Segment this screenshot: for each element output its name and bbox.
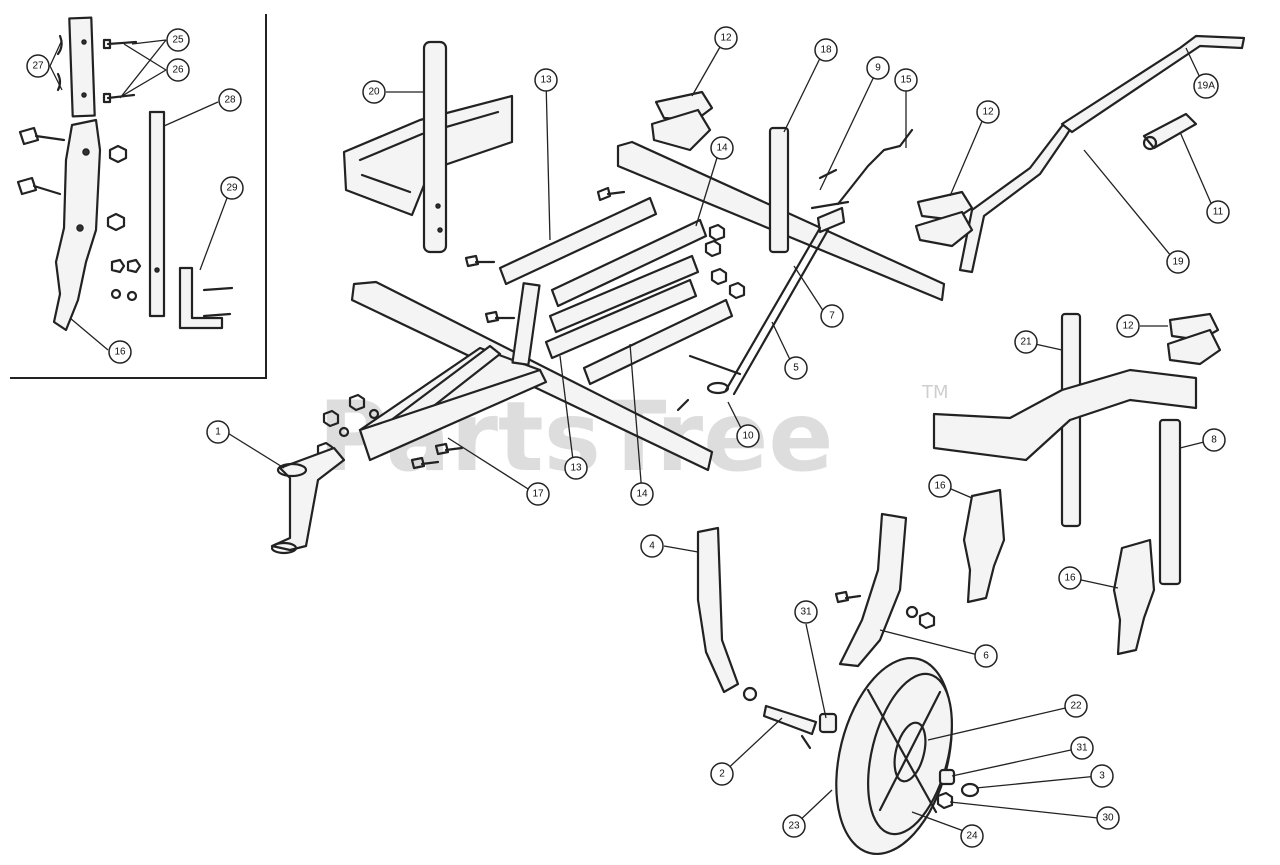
svg-text:26: 26 [172,65,184,76]
callout-9: 9 [866,56,890,80]
callout-8: 8 [1202,428,1226,452]
svg-text:17: 17 [532,489,544,500]
callouts: 25 26 27 28 29 16 20 13 12 18 9 15 19A 1… [26,26,1230,848]
svg-text:16: 16 [934,481,946,492]
callout-27: 27 [26,54,50,78]
svg-text:7: 7 [829,311,835,322]
callout-1: 1 [206,420,230,444]
leader-lines [49,39,1215,835]
callout-19: 19 [1166,250,1190,274]
svg-text:2: 2 [719,769,725,780]
callout-14-bottom: 14 [630,482,654,506]
callout-12-right: 12 [1116,314,1140,338]
svg-text:15: 15 [900,75,912,86]
callout-16-inset: 16 [108,340,132,364]
callout-18: 18 [814,38,838,62]
callout-31-upper: 31 [794,600,818,624]
callout-31-lower: 31 [1070,736,1094,760]
svg-text:12: 12 [1122,321,1134,332]
callout-25: 25 [166,28,190,52]
callout-28: 28 [218,88,242,112]
callout-7: 7 [820,304,844,328]
callout-17: 17 [526,482,550,506]
svg-text:31: 31 [1076,743,1088,754]
callout-19A: 19A [1193,73,1219,99]
svg-text:14: 14 [716,143,728,154]
svg-text:12: 12 [720,33,732,44]
watermark-trademark: TM [921,382,949,403]
callout-14-top: 14 [710,136,734,160]
callout-24: 24 [960,824,984,848]
callout-12-mid: 12 [976,100,1000,124]
svg-text:6: 6 [983,651,989,662]
inset-parts [16,16,234,332]
svg-text:11: 11 [1213,207,1224,218]
inset-frame [10,14,267,379]
callout-13-top: 13 [534,68,558,92]
callout-16-right-lower: 16 [1058,566,1082,590]
callout-6: 6 [974,644,998,668]
svg-text:8: 8 [1211,435,1217,446]
callout-3: 3 [1090,764,1114,788]
svg-text:4: 4 [649,541,655,552]
svg-text:3: 3 [1099,771,1105,782]
callout-11: 11 [1206,200,1230,224]
callout-16-right-upper: 16 [928,474,952,498]
svg-text:24: 24 [966,831,978,842]
callout-2: 2 [710,762,734,786]
svg-text:9: 9 [875,63,881,74]
svg-text:16: 16 [1064,573,1076,584]
callout-29: 29 [220,176,244,200]
main-parts [270,34,1246,856]
svg-text:12: 12 [982,107,994,118]
svg-text:30: 30 [1102,813,1114,824]
svg-text:31: 31 [800,607,812,618]
svg-text:27: 27 [32,61,44,72]
callout-5: 5 [784,356,808,380]
callout-30: 30 [1096,806,1120,830]
svg-text:10: 10 [742,431,754,442]
callout-20: 20 [362,80,386,104]
callout-4: 4 [640,534,664,558]
svg-text:22: 22 [1070,701,1082,712]
svg-text:28: 28 [224,95,236,106]
svg-text:13: 13 [570,463,582,474]
callout-13-bottom: 13 [564,456,588,480]
callout-10: 10 [736,424,760,448]
callout-21: 21 [1014,330,1038,354]
svg-text:18: 18 [820,45,832,56]
svg-text:16: 16 [114,347,126,358]
svg-text:23: 23 [788,821,800,832]
svg-text:5: 5 [793,363,799,374]
callout-26: 26 [166,58,190,82]
callout-22: 22 [1064,694,1088,718]
svg-text:1: 1 [215,427,221,438]
svg-text:14: 14 [636,489,648,500]
svg-text:25: 25 [172,35,184,46]
callout-15: 15 [894,68,918,92]
svg-text:29: 29 [226,183,238,194]
svg-text:19A: 19A [1197,81,1215,92]
svg-text:13: 13 [540,75,552,86]
callout-12-top: 12 [714,26,738,50]
callout-23: 23 [782,814,806,838]
svg-text:19: 19 [1172,257,1184,268]
svg-text:21: 21 [1020,337,1032,348]
svg-text:20: 20 [368,87,380,98]
